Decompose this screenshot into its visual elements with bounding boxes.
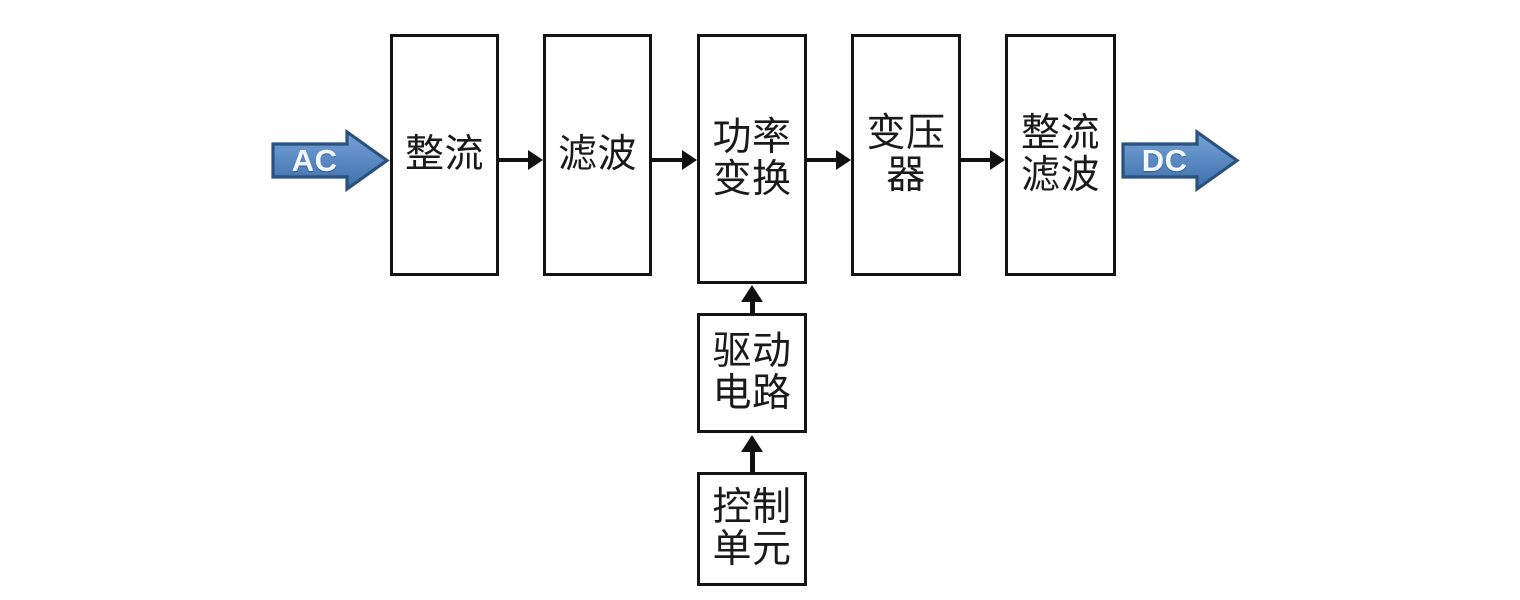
connector-rectifier-to-filter: [499, 150, 543, 170]
connector-control-unit-to-drive-circuit: [741, 435, 763, 473]
connector-shaft: [652, 158, 683, 162]
connector-arrowhead: [741, 435, 763, 452]
ac-input-arrow: AC: [271, 128, 390, 193]
dc-output-arrow: DC: [1121, 128, 1240, 193]
connector-shaft: [750, 296, 755, 314]
connector-power-converter-to-transformer: [807, 150, 852, 170]
connector-arrowhead: [528, 150, 543, 170]
connector-transformer-to-rectifier-filter: [961, 150, 1006, 170]
block-power-converter[interactable]: 功率 变换: [697, 34, 807, 284]
block-rectifier[interactable]: 整流: [390, 34, 499, 276]
connector-arrowhead: [990, 150, 1005, 170]
block-rectifier-filter[interactable]: 整流 滤波: [1005, 34, 1116, 276]
connector-drive-circuit-to-power-converter: [741, 285, 763, 314]
connector-shaft: [807, 158, 837, 162]
connector-arrowhead: [836, 150, 851, 170]
connector-shaft: [750, 447, 755, 473]
connector-arrowhead: [682, 150, 697, 170]
connector-arrowhead: [741, 285, 763, 302]
block-drive-circuit[interactable]: 驱动 电路: [697, 313, 807, 433]
block-filter[interactable]: 滤波: [543, 34, 652, 276]
connector-shaft: [961, 158, 991, 162]
block-control-unit[interactable]: 控制 单元: [697, 472, 807, 586]
block-transformer[interactable]: 变压 器: [851, 34, 961, 276]
connector-shaft: [499, 158, 529, 162]
connector-filter-to-power-converter: [652, 150, 698, 170]
